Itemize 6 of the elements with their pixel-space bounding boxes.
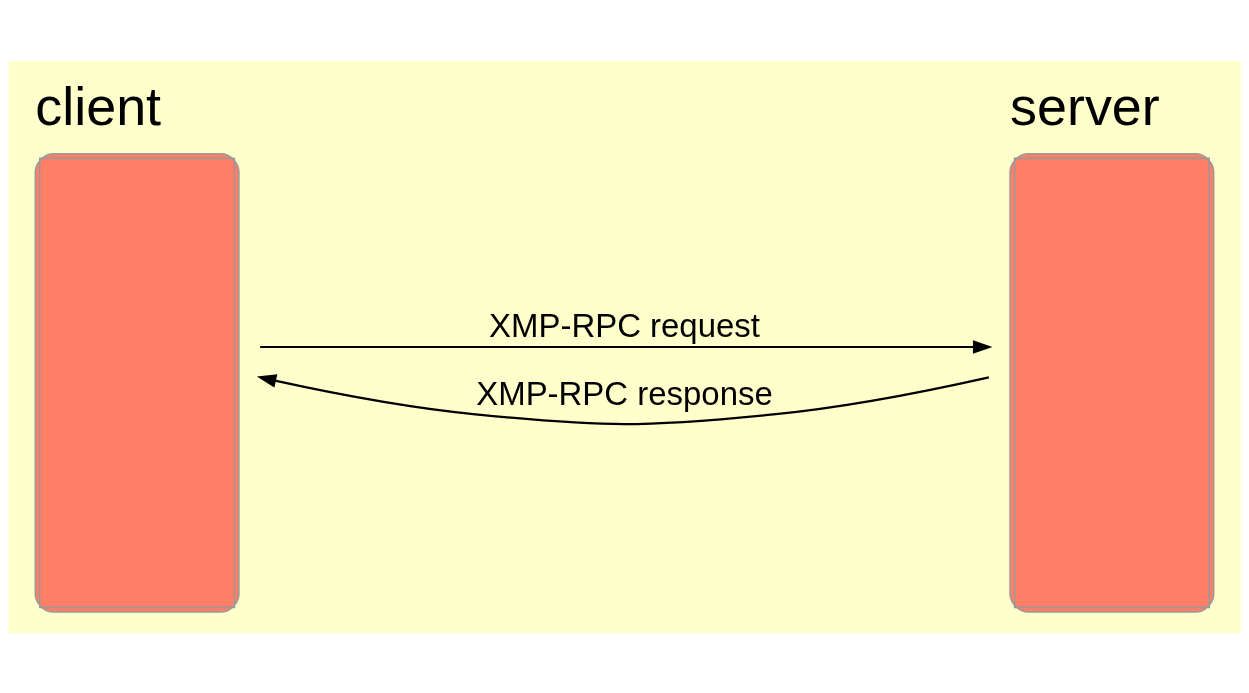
- edge-label: XMP-RPC request: [489, 306, 760, 344]
- arrow: [260, 339, 993, 354]
- edge-label: XMP-RPC response: [476, 374, 773, 412]
- arrow: [256, 373, 990, 425]
- node-label: client: [35, 75, 162, 136]
- node-label: server: [1010, 75, 1160, 136]
